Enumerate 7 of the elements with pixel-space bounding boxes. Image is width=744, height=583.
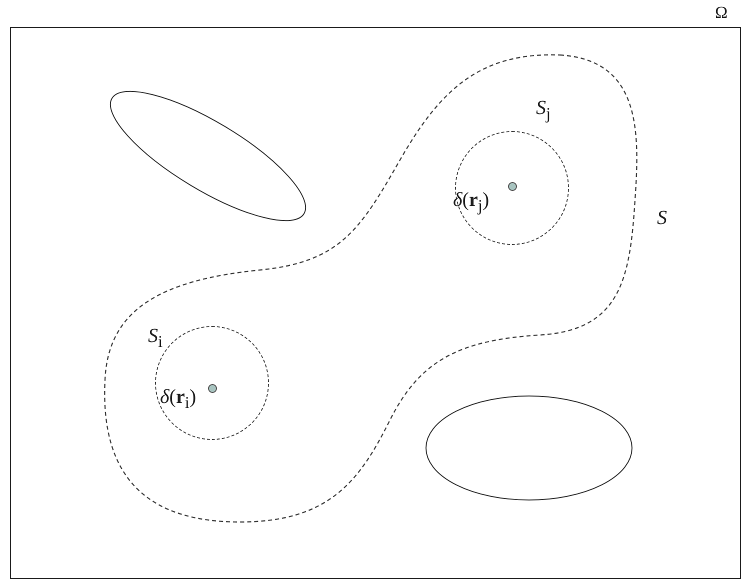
surface-label: S — [657, 208, 667, 228]
surface-label: S$_{i}$ — [148, 326, 163, 351]
dashed-circle — [455, 131, 569, 245]
surface-label: S$_{j}$ — [536, 98, 551, 123]
delta-function-label: δ(r$_{j}$) — [453, 190, 490, 215]
delta-function-label: δ(r$_{i}$) — [160, 387, 196, 412]
domain-symbol: Ω — [715, 4, 728, 21]
